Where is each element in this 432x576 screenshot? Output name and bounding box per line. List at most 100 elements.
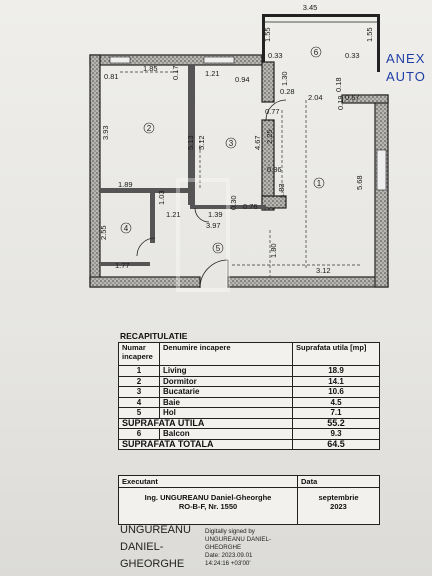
row-name: Bucatarie — [159, 386, 293, 398]
row-area: 7.1 — [292, 407, 380, 419]
executant-body-row: Ing. UNGUREANU Daniel-Gheorghe RO-B-F, N… — [118, 487, 380, 525]
room-6-marker: 6 — [314, 48, 319, 57]
floor-plan: 3.45 1.55 1.55 0.33 0.33 0.81 1.85 0.17 … — [89, 3, 389, 289]
engineer-cell: Ing. UNGUREANU Daniel-Gheorghe RO-B-F, N… — [118, 487, 298, 525]
dim-204: 2.04 — [308, 93, 323, 102]
useful-area-value: 55.2 — [292, 417, 380, 429]
dim-121-top: 1.21 — [205, 69, 220, 78]
balcony-outline — [262, 14, 380, 72]
recap-header-row: Numar incapere Denumire incapere Suprafa… — [118, 342, 380, 366]
dim-067: 0.67 — [345, 93, 360, 102]
annex-line-2: AUTO — [386, 69, 426, 84]
row-num: 5 — [118, 407, 160, 419]
row-num: 1 — [118, 365, 160, 377]
recap-title: RECAPITULATIE — [120, 331, 188, 341]
recap-table: Numar incapere Denumire incapere Suprafa… — [118, 342, 380, 450]
header-name: Denumire incapere — [159, 342, 293, 366]
dimension-labels: 3.45 1.55 1.55 0.33 0.33 0.81 1.85 0.17 … — [99, 3, 374, 275]
row-name: Dormitor — [159, 375, 293, 387]
executant-table: Executant Data Ing. UNGUREANU Daniel-Ghe… — [118, 475, 380, 525]
dim-255: 2.55 — [99, 225, 108, 240]
dim-076: 0.76 — [243, 202, 258, 211]
windows — [109, 56, 387, 191]
balcony-row: 6 Balcon 9.3 — [118, 428, 380, 440]
dimension-lines — [120, 71, 360, 277]
row-area: 10.6 — [292, 386, 380, 398]
dim-568: 5.68 — [355, 175, 364, 190]
dim-345: 3.45 — [303, 3, 318, 12]
table-row: 2 Dormitor 14.1 — [118, 375, 380, 387]
dim-121-low: 1.21 — [166, 210, 181, 219]
date-year: 2023 — [330, 502, 347, 511]
row-area: 4.5 — [292, 396, 380, 408]
digital-signature-meta: Digitally signed by UNGUREANU DANIEL- GH… — [205, 528, 271, 568]
dim-155-left: 1.55 — [263, 27, 272, 42]
signature-name: UNGUREANU DANIEL- GHEORGHE — [120, 522, 191, 573]
dim-185: 1.85 — [143, 64, 158, 73]
door-arcs — [136, 99, 287, 289]
row-area: 14.1 — [292, 375, 380, 387]
dim-036: 0.36 — [267, 165, 282, 174]
table-row: 4 Baie 4.5 — [118, 396, 380, 408]
dim-393: 3.93 — [101, 125, 110, 140]
useful-area-label: SUPRAFATA UTILA — [118, 417, 293, 429]
interior-walls — [100, 65, 266, 266]
room-2-marker: 2 — [147, 124, 152, 133]
dim-180: 1.80 — [269, 243, 278, 258]
header-area: Suprafata utila [mp] — [292, 342, 380, 366]
total-area-label: SUPRAFATA TOTALA — [118, 438, 293, 450]
dim-028: 0.28 — [280, 87, 295, 96]
useful-area-row: SUPRAFATA UTILA 55.2 — [118, 417, 380, 429]
dim-177: 1.77 — [115, 261, 130, 270]
data-label: Data — [297, 475, 380, 488]
dim-155-right: 1.55 — [365, 27, 374, 42]
signature-meta-4: Date: 2023.09.01 — [205, 552, 253, 559]
row-area: 18.9 — [292, 365, 380, 377]
executant-label: Executant — [118, 475, 298, 488]
engineer-license: RO-B-F, Nr. 1550 — [178, 502, 238, 511]
dim-225: 2.25 — [265, 129, 274, 144]
row-name: Baie — [159, 396, 293, 408]
dim-018: 0.18 — [334, 77, 343, 92]
dim-103: 1.03 — [157, 190, 166, 205]
dim-030: 0.30 — [229, 195, 238, 210]
dim-397: 3.97 — [206, 221, 221, 230]
dim-017: 0.17 — [171, 65, 180, 80]
date-month: septembrie — [318, 493, 359, 502]
dim-094: 0.94 — [235, 75, 250, 84]
dim-081: 0.81 — [104, 72, 119, 81]
dim-467: 4.67 — [253, 135, 262, 150]
signature-meta-2: UNGUREANU DANIEL- — [205, 536, 272, 543]
dim-513: 5.13 — [186, 135, 195, 150]
total-area-value: 64.5 — [292, 438, 380, 450]
signature-meta-1: Digitally signed by — [205, 528, 255, 535]
engineer-name: Ing. UNGUREANU Daniel-Gheorghe — [144, 493, 272, 502]
balcony-area: 9.3 — [292, 428, 380, 440]
room-5-marker: 5 — [216, 244, 221, 253]
room-4-marker: 4 — [124, 224, 129, 233]
executant-header-row: Executant Data — [118, 475, 380, 488]
dim-033-left: 0.33 — [268, 51, 283, 60]
total-area-row: SUPRAFATA TOTALA 64.5 — [118, 438, 380, 450]
row-name: Hol — [159, 407, 293, 419]
row-num: 4 — [118, 396, 160, 408]
dim-312: 3.12 — [316, 266, 331, 275]
date-cell: septembrie 2023 — [297, 487, 380, 525]
header-num: Numar incapere — [118, 342, 160, 366]
signature-line-3: GHEORGHE — [120, 558, 185, 570]
dim-019: 0.19 — [336, 95, 345, 110]
row-name: Living — [159, 365, 293, 377]
row-num: 3 — [118, 386, 160, 398]
room-1-marker: 1 — [317, 179, 322, 188]
signature-meta-5: 14:24:16 +03'00' — [205, 560, 251, 567]
signature-line-1: UNGUREANU — [120, 524, 191, 536]
annex-note: ANEX AUTO — [386, 50, 426, 86]
dim-183: 1.83 — [277, 183, 286, 198]
signature-meta-3: GHEORGHE — [205, 544, 242, 551]
table-row: 5 Hol 7.1 — [118, 407, 380, 419]
balcony-num: 6 — [118, 428, 160, 440]
dim-077: 0.77 — [265, 107, 280, 116]
dim-033-right: 0.33 — [345, 51, 360, 60]
dim-130: 1.30 — [280, 71, 289, 86]
balcony-name: Balcon — [159, 428, 293, 440]
